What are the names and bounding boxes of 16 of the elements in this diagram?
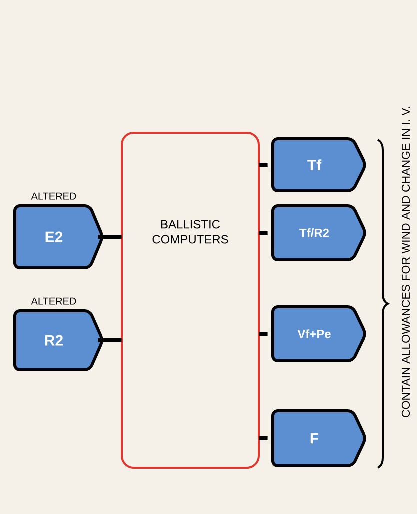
side-note: CONTAIN ALLOWANCES FOR WIND AND CHANGE IN I. V. <box>402 107 410 418</box>
tag-box: Tf/R2 <box>272 204 366 262</box>
connector <box>259 231 268 235</box>
tag-box: Tf <box>272 138 366 192</box>
tag-box: Vf+Pe <box>272 306 366 362</box>
tag-box: F <box>272 410 366 468</box>
connector <box>259 332 268 336</box>
tag-box: R2 <box>14 310 104 372</box>
tag-heading: ALTERED <box>31 298 76 305</box>
connector <box>259 163 268 167</box>
connector <box>98 338 122 342</box>
computer-box: BALLISTIC COMPUTERS <box>121 132 260 469</box>
connector <box>98 235 122 239</box>
tag-box: E2 <box>14 204 104 270</box>
connector <box>259 436 268 440</box>
tag-heading: ALTERED <box>31 192 76 200</box>
